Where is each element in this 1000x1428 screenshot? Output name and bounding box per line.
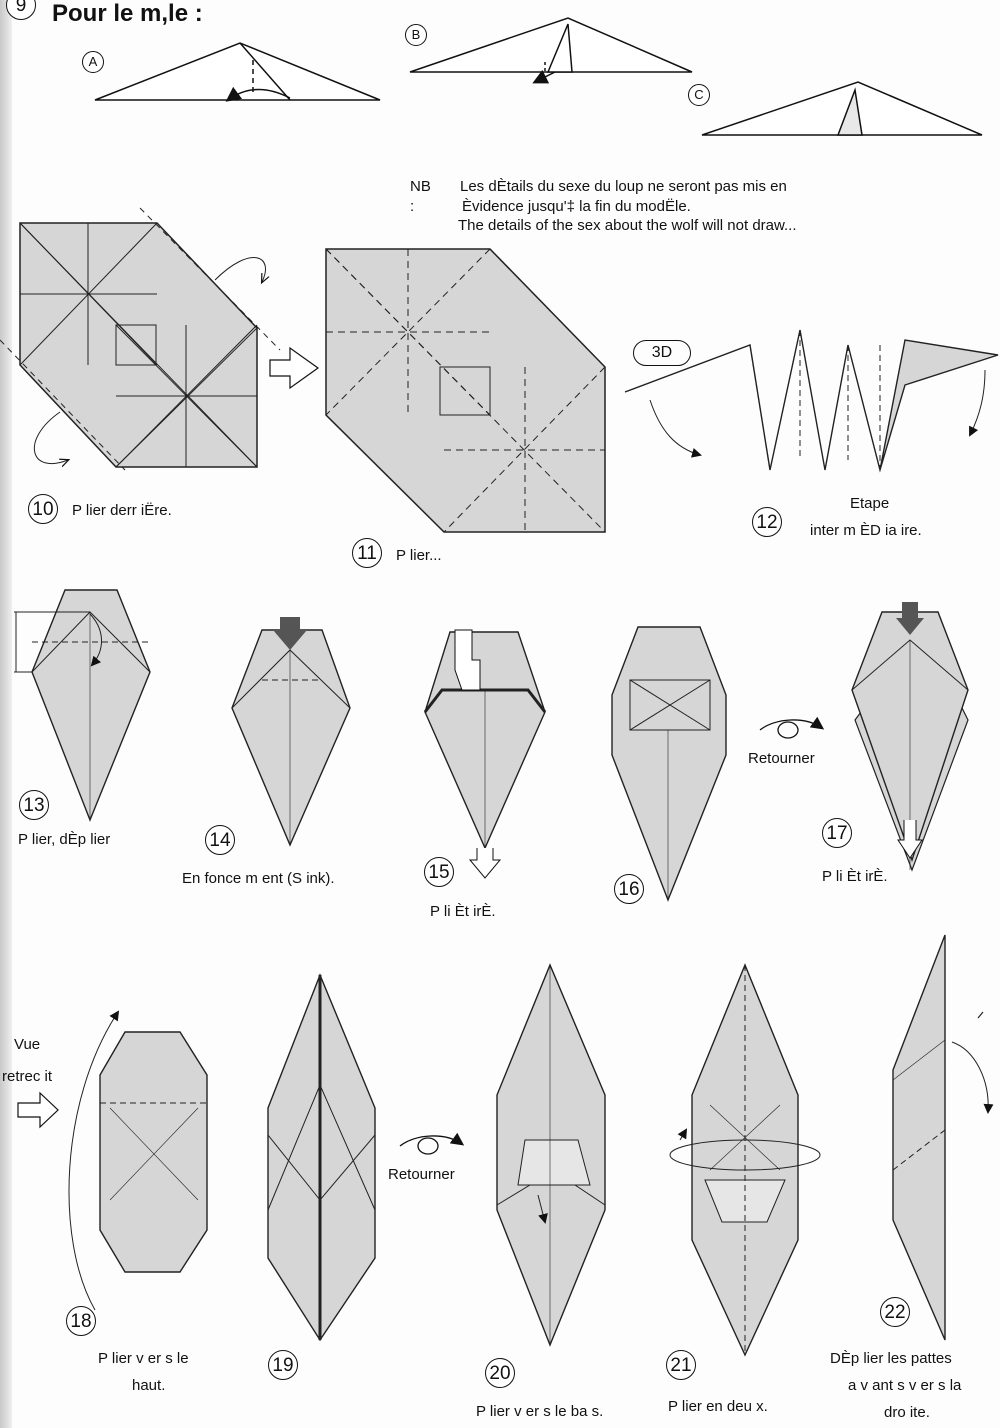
step-12-caption-line-1: Etape — [850, 495, 890, 512]
page-title: Pour le m,le : — [52, 0, 203, 27]
retourner-label-1: Retourner — [748, 750, 815, 767]
step-15-figure — [423, 629, 547, 879]
nb-label: NB : — [410, 178, 431, 215]
retourner-arrow-2 — [399, 1132, 465, 1155]
page-edge-shadow — [0, 0, 12, 1428]
step-13-caption: P lier, dÈp lier — [18, 831, 111, 848]
step-18-badge: 18 — [66, 1306, 96, 1336]
step-15-caption: P li Èt irÈ. — [430, 903, 496, 920]
step-22-caption-line-1: DÈp lier les pattes — [830, 1350, 952, 1367]
step-22-caption-line-2: a v ant s v er s la — [848, 1377, 962, 1394]
step-14-caption: En fonce m ent (S ink). — [182, 870, 335, 887]
retourner-label-2: Retourner — [388, 1166, 455, 1183]
step-10-figure — [0, 207, 281, 471]
step-22-badge: 22 — [880, 1297, 910, 1327]
nb-line-2: Èvidence jusqu'‡ la fin du modËle. — [462, 198, 691, 215]
view-b-badge: B — [405, 24, 427, 46]
step-16-badge: 16 — [614, 874, 644, 904]
step-14-figure — [231, 617, 351, 847]
step-18-caption-line-1: P lier v er s le — [98, 1350, 189, 1367]
3d-badge: 3D — [633, 340, 691, 366]
step-11-figure — [325, 248, 606, 533]
step-14-badge: 14 — [205, 825, 235, 855]
step-10-badge: 10 — [28, 494, 58, 524]
step-19-badge: 19 — [268, 1350, 298, 1380]
step-11-caption: P lier... — [396, 547, 442, 564]
step-21-badge: 21 — [666, 1350, 696, 1380]
step-12-figure — [624, 329, 999, 473]
step-22-figure — [892, 934, 994, 1341]
step-17-caption: P li Èt irÈ. — [822, 868, 888, 885]
side-view-label-line-1: Vue — [14, 1036, 41, 1053]
step-22-caption-line-3: dro ite. — [884, 1404, 930, 1421]
view-b-figure — [409, 17, 693, 84]
step-20-badge: 20 — [485, 1358, 515, 1388]
step-19-figure — [267, 973, 376, 1342]
step-12-caption-line-2: inter m ÈD ia ire. — [810, 522, 922, 539]
step-20-figure — [496, 963, 606, 1347]
view-a-badge: A — [82, 51, 104, 73]
nb-line-3: The details of the sex about the wolf wi… — [458, 217, 797, 234]
view-a-figure — [94, 42, 381, 102]
step-21-caption: P lier en deu x. — [668, 1398, 768, 1415]
view-c-badge: C — [688, 84, 710, 106]
step-10-to-11-arrow — [269, 346, 320, 390]
step-15-badge: 15 — [424, 857, 454, 887]
step-16-figure — [611, 626, 727, 902]
step-17-badge: 17 — [822, 818, 852, 848]
side-view-label-line-2: retrec it — [2, 1068, 53, 1085]
step-10-caption: P lier derr iËre. — [72, 502, 172, 519]
step-12-badge: 12 — [752, 507, 782, 537]
nb-line-1: Les dÈtails du sexe du loup ne seront pa… — [460, 178, 787, 195]
step-17-figure — [851, 602, 969, 872]
step-11-badge: 11 — [352, 538, 382, 568]
view-c-figure — [701, 81, 983, 136]
step-13-badge: 13 — [19, 790, 49, 820]
step-18-figure — [68, 1010, 208, 1311]
side-view-arrow — [17, 1091, 59, 1129]
step-21-figure — [669, 963, 821, 1357]
step-20-caption: P lier v er s le ba s. — [476, 1403, 604, 1420]
retourner-arrow-1 — [759, 716, 825, 739]
step-13-figure — [14, 589, 151, 822]
step-18-caption-line-2: haut. — [132, 1377, 166, 1394]
